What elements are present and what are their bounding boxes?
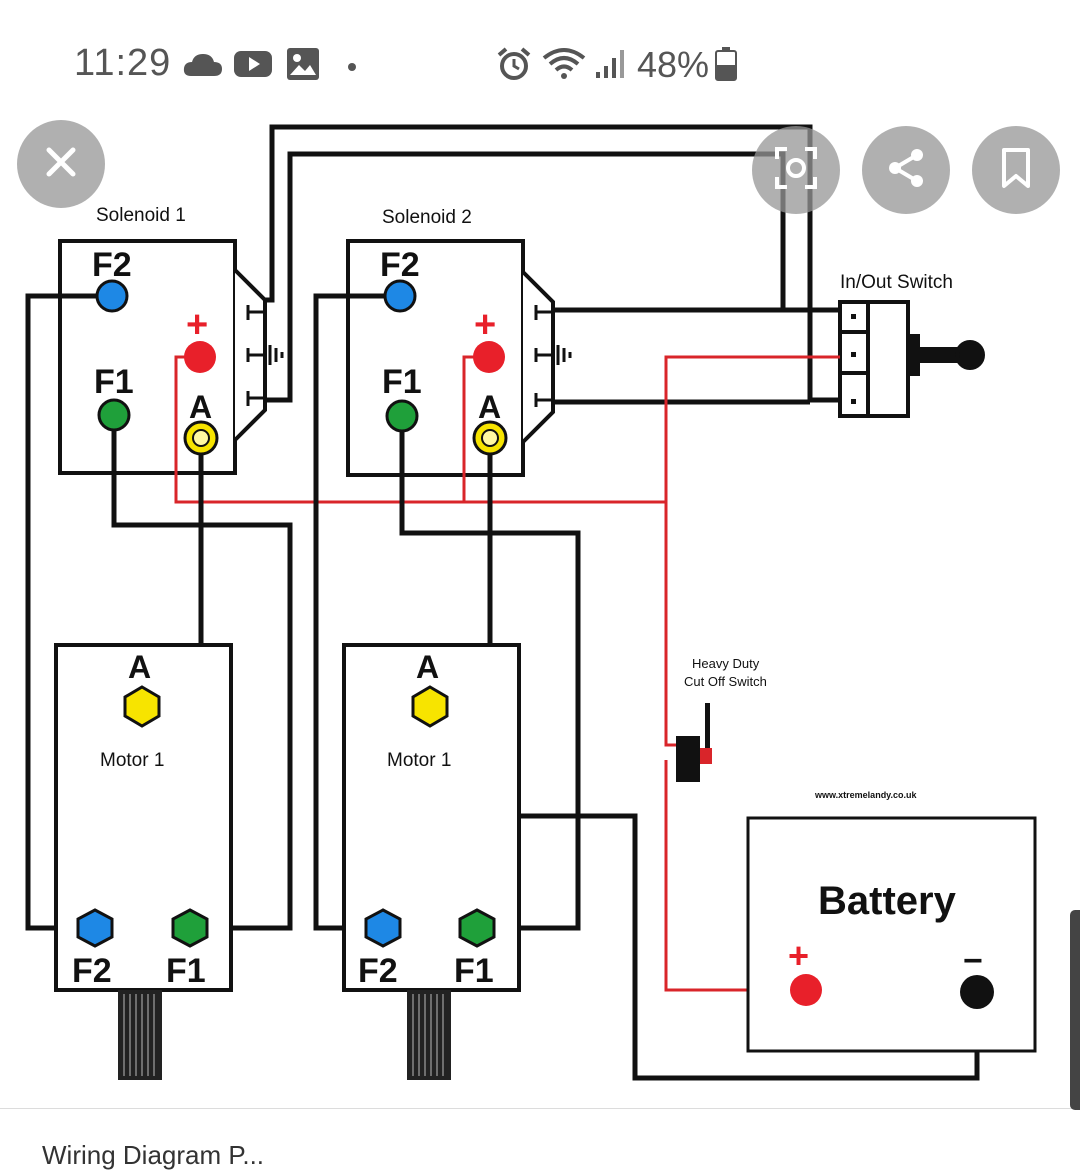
in-out-switch <box>838 300 985 418</box>
lens-button[interactable] <box>752 126 840 214</box>
solenoid-1-f1-label: F1 <box>94 363 134 401</box>
battery-plus-label: + <box>788 935 809 976</box>
solenoid-2-f2-label: F2 <box>380 246 420 284</box>
signal-icon <box>594 48 626 85</box>
motor-1-f1-terminal <box>171 908 209 948</box>
battery-label: Battery <box>818 879 957 923</box>
battery-negative-terminal <box>960 975 994 1009</box>
close-button[interactable] <box>17 120 105 208</box>
share-button[interactable] <box>862 126 950 214</box>
cutoff-label-1: Heavy Duty <box>692 656 760 671</box>
motor-1-a-terminal <box>123 685 161 728</box>
cut-off-switch <box>676 703 712 782</box>
wifi-icon <box>542 46 586 85</box>
motor-2-a-terminal <box>411 685 449 728</box>
wiring-diagram-image: Solenoid 1 Solenoid 2 In/Out Switch F2 F… <box>0 100 1080 1110</box>
control-wires <box>250 124 840 405</box>
status-bar: 11:29 48% <box>0 0 1080 120</box>
bottom-sheet[interactable] <box>0 1108 1080 1157</box>
lens-icon <box>773 145 819 196</box>
motor-1-a-label: A <box>128 649 151 685</box>
image-icon <box>286 47 320 86</box>
close-icon <box>41 142 81 187</box>
solenoid-2-positive-terminal <box>473 341 505 373</box>
youtube-icon <box>233 48 273 85</box>
solenoid-2-label: Solenoid 2 <box>382 207 472 228</box>
solenoid-1-a-label: A <box>189 389 212 425</box>
solenoid-1-plus-label: + <box>186 304 208 346</box>
solenoid-2-f1-label: F1 <box>382 363 422 401</box>
motor-1-label: Motor 1 <box>100 750 164 771</box>
solenoid-1-positive-terminal <box>184 341 216 373</box>
solenoid-1-f2-label: F2 <box>92 246 132 284</box>
cutoff-label-2: Cut Off Switch <box>684 674 767 689</box>
motor-1-f2-terminal <box>76 908 114 948</box>
solenoid-2-a-label: A <box>478 389 501 425</box>
cloud-icon <box>183 52 223 83</box>
motor-1-f2-label: F2 <box>72 952 112 990</box>
motor-2-f2-label: F2 <box>358 952 398 990</box>
solenoid-2-f1-terminal <box>385 399 419 433</box>
battery-positive-terminal <box>790 974 822 1006</box>
motor-2-f1-terminal <box>458 908 496 948</box>
solenoid-2-f2-terminal <box>383 279 417 313</box>
dot-icon <box>347 59 357 77</box>
solenoid-1-label: Solenoid 1 <box>96 205 186 226</box>
solenoid-1-f2-terminal <box>95 279 129 313</box>
solenoid-2 <box>346 239 555 477</box>
solenoid-1-f1-terminal <box>97 398 131 432</box>
battery-icon <box>715 47 737 86</box>
motor-2-f1-label: F1 <box>454 952 494 990</box>
motor-2-a-label: A <box>416 649 439 685</box>
status-time: 11:29 <box>74 42 172 84</box>
solenoid-1 <box>58 239 267 475</box>
solenoid-2-plus-label: + <box>474 304 496 346</box>
battery <box>746 816 1037 1053</box>
motor-2-label: Motor 1 <box>387 750 451 771</box>
alarm-icon <box>496 46 532 87</box>
bookmark-button[interactable] <box>972 126 1060 214</box>
scroll-handle[interactable] <box>1070 910 1080 1110</box>
share-icon <box>884 146 928 195</box>
bookmark-icon <box>996 146 1036 195</box>
website-label: www.xtremelandy.co.uk <box>814 790 918 800</box>
motor-2-f2-terminal <box>364 908 402 948</box>
switch-label: In/Out Switch <box>840 272 953 293</box>
battery-percent: 48% <box>637 44 710 85</box>
motor-1-f1-label: F1 <box>166 952 206 990</box>
battery-minus-label: − <box>963 942 983 980</box>
